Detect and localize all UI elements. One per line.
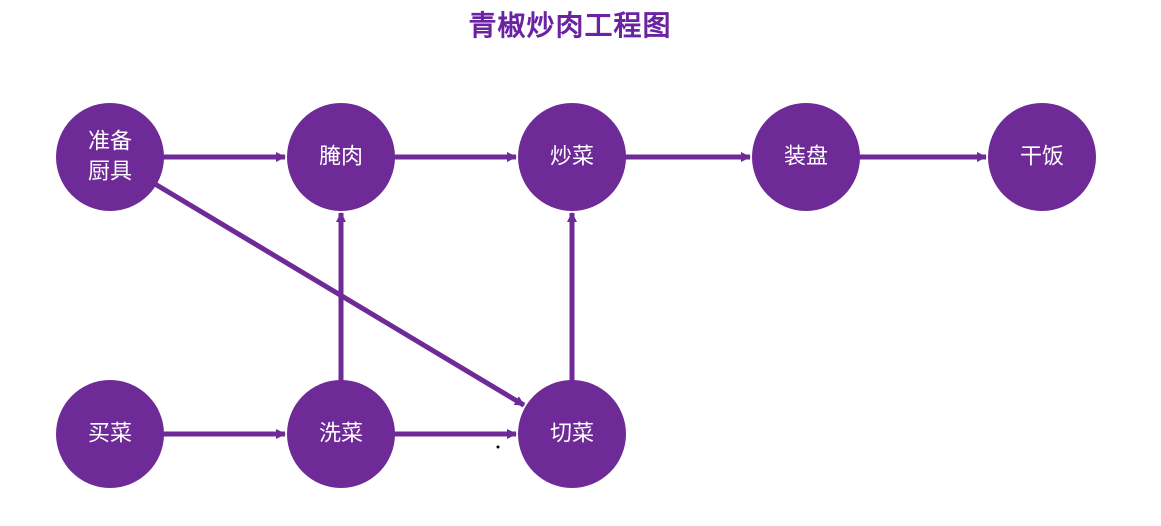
node-marinate: 腌肉	[287, 103, 395, 211]
stray-dot	[496, 445, 500, 449]
node-label: 腌肉	[319, 145, 363, 170]
node-circle	[518, 103, 626, 211]
node-plate: 装盘	[752, 103, 860, 211]
edges-layer	[153, 152, 987, 439]
node-label: 买菜	[88, 422, 132, 447]
diagram-title: 青椒炒肉工程图	[468, 9, 672, 42]
edge-prepare-to-cut	[153, 181, 526, 408]
node-label: 炒菜	[550, 145, 594, 170]
node-label: 干饭	[1020, 145, 1064, 170]
node-circle	[56, 103, 164, 211]
node-circle	[518, 380, 626, 488]
node-circle	[988, 103, 1096, 211]
node-label: 洗菜	[319, 422, 363, 447]
node-circle	[287, 380, 395, 488]
node-circle	[752, 103, 860, 211]
node-cut: 切菜	[518, 380, 626, 488]
node-wash: 洗菜	[287, 380, 395, 488]
node-eat: 干饭	[988, 103, 1096, 211]
node-buy: 买菜	[56, 380, 164, 488]
node-label: 准备	[88, 130, 132, 155]
node-label: 装盘	[784, 145, 828, 170]
node-label: 切菜	[550, 422, 594, 447]
node-label: 厨具	[88, 160, 132, 185]
node-circle	[287, 103, 395, 211]
node-stirfry: 炒菜	[518, 103, 626, 211]
node-circle	[56, 380, 164, 488]
